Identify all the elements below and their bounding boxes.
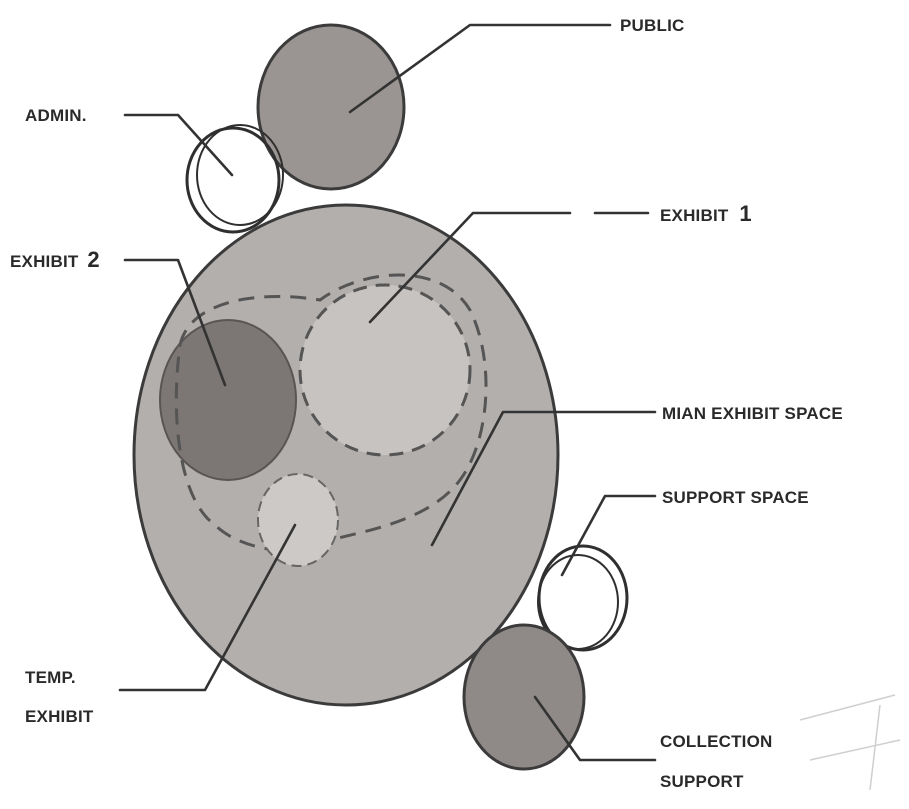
main-exhibit-space-label: MIAN EXHIBIT SPACE bbox=[662, 404, 843, 423]
public-bubble bbox=[258, 25, 404, 189]
exhibit-1-bubble bbox=[300, 285, 470, 455]
exhibit-1-label: EXHIBIT 1 bbox=[660, 201, 752, 226]
admin-label: ADMIN. bbox=[25, 106, 87, 125]
exhibit-1-word: EXHIBIT bbox=[660, 206, 729, 225]
collection-support-label-line1: COLLECTION bbox=[660, 732, 773, 751]
collection-support-label-line2: SUPPORT bbox=[660, 772, 744, 791]
admin-leader-line bbox=[125, 115, 232, 175]
support-space-leader-line bbox=[562, 496, 655, 575]
temp-exhibit-bubble bbox=[258, 474, 338, 566]
sketch-marks bbox=[800, 695, 900, 790]
collection-support-bubble bbox=[464, 625, 584, 769]
exhibit-2-label: EXHIBIT 2 bbox=[10, 247, 100, 272]
temp-exhibit-label-line1: TEMP. bbox=[25, 668, 76, 687]
temp-exhibit-label-line2: EXHIBIT bbox=[25, 707, 94, 726]
exhibit-2-number: 2 bbox=[87, 247, 99, 272]
support-space-label: SUPPORT SPACE bbox=[662, 488, 809, 507]
public-label: PUBLIC bbox=[620, 16, 684, 35]
exhibit-2-word: EXHIBIT bbox=[10, 252, 79, 271]
exhibit-1-number: 1 bbox=[739, 201, 751, 226]
